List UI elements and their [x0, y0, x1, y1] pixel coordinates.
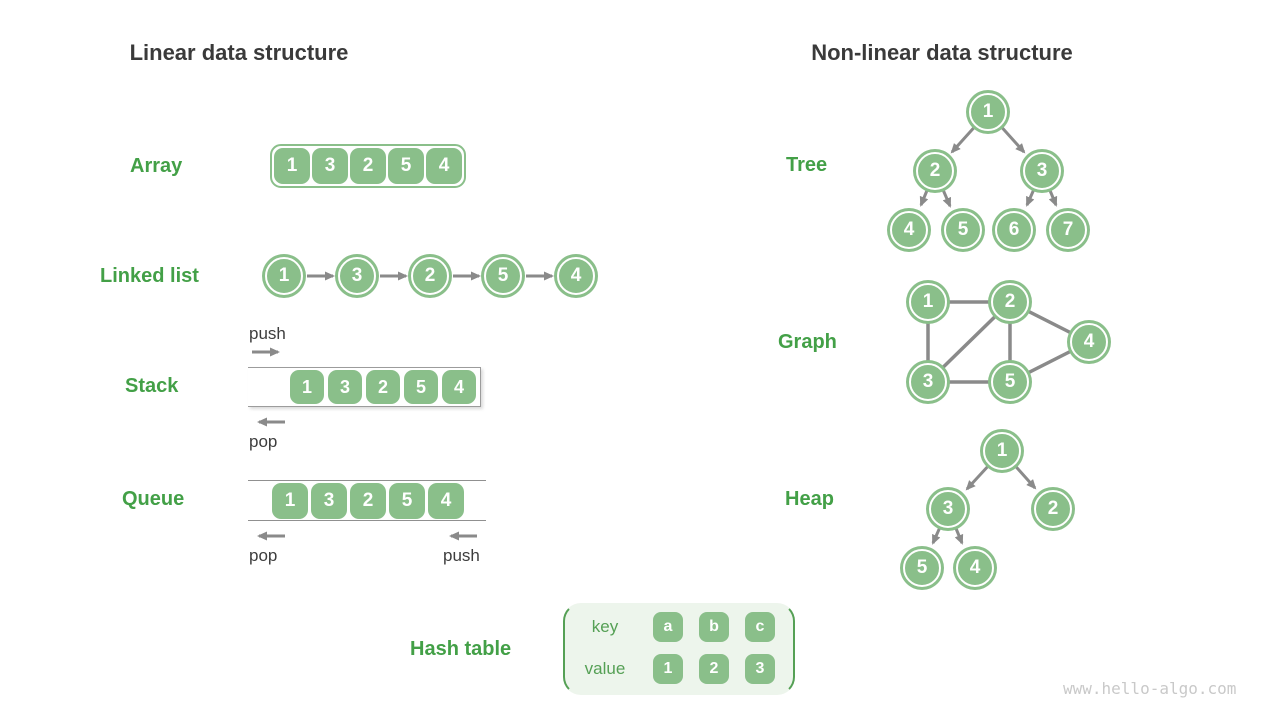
stack-arrows	[252, 347, 285, 427]
tree-node: 7	[1046, 208, 1090, 252]
graph-node: 4	[1067, 320, 1111, 364]
hash-value-label: value	[584, 659, 626, 678]
tree-node: 4	[887, 208, 931, 252]
heap-node: 2	[1031, 487, 1075, 531]
tree-node: 2	[913, 149, 957, 193]
stack-cell: 3	[328, 370, 362, 404]
stack-cell: 2	[366, 370, 400, 404]
queue-cell: 4	[428, 483, 464, 519]
linked-list-node: 4	[554, 254, 598, 298]
heap-node: 5	[900, 546, 944, 590]
queue-channel-lines	[248, 480, 486, 521]
array-cell: 3	[312, 148, 348, 184]
queue-cell: 5	[389, 483, 425, 519]
nonlinear-section-title: Non-linear data structure	[811, 40, 1073, 65]
array-cell: 2	[350, 148, 386, 184]
hash-key-label: key	[591, 617, 619, 636]
heap-node: 4	[953, 546, 997, 590]
heap-node: 1	[980, 429, 1024, 473]
site-watermark: www.hello-algo.com	[1063, 679, 1237, 698]
queue-cell: 1	[272, 483, 308, 519]
stack-label: Stack	[125, 375, 179, 397]
tree-label: Tree	[786, 154, 828, 176]
linked-list-node: 3	[335, 254, 379, 298]
stack-cell: 4	[442, 370, 476, 404]
array-container: 1 3 2 5 4	[270, 144, 466, 188]
tree-node: 1	[966, 90, 1010, 134]
linked-list-label: Linked list	[100, 265, 199, 287]
tree-node: 6	[992, 208, 1036, 252]
queue-container: 1 3 2 5 4	[272, 483, 464, 519]
stack-cell: 5	[404, 370, 438, 404]
linked-list-node: 1	[262, 254, 306, 298]
linear-section-title: Linear data structure	[129, 40, 349, 65]
hash-key-cell: c	[745, 612, 775, 642]
hash-value-cell: 1	[653, 654, 683, 684]
array-cell: 1	[274, 148, 310, 184]
hash-value-cell: 2	[699, 654, 729, 684]
queue-pop-label: pop	[249, 546, 278, 565]
graph-label: Graph	[778, 331, 837, 353]
heap-label: Heap	[785, 488, 834, 510]
queue-label: Queue	[122, 488, 185, 510]
linked-list-node: 2	[408, 254, 452, 298]
stack-pop-label: pop	[249, 432, 278, 451]
hash-key-cell: a	[653, 612, 683, 642]
array-label: Array	[130, 155, 183, 177]
stack-push-label: push	[249, 324, 286, 343]
linked-list-node: 5	[481, 254, 525, 298]
queue-cell: 2	[350, 483, 386, 519]
graph-node: 5	[988, 360, 1032, 404]
array-cell: 4	[426, 148, 462, 184]
queue-push-label: push	[443, 546, 480, 565]
queue-cell: 3	[311, 483, 347, 519]
tree-node: 3	[1020, 149, 1064, 193]
graph-node: 2	[988, 280, 1032, 324]
heap-node: 3	[926, 487, 970, 531]
hash-value-cell: 3	[745, 654, 775, 684]
stack-container: 1 3 2 5 4	[248, 367, 481, 407]
array-cell: 5	[388, 148, 424, 184]
stack-cell: 1	[290, 370, 324, 404]
hash-key-cell: b	[699, 612, 729, 642]
graph-node: 1	[906, 280, 950, 324]
hash-table-label: Hash table	[410, 638, 512, 660]
graph-node: 3	[906, 360, 950, 404]
tree-node: 5	[941, 208, 985, 252]
